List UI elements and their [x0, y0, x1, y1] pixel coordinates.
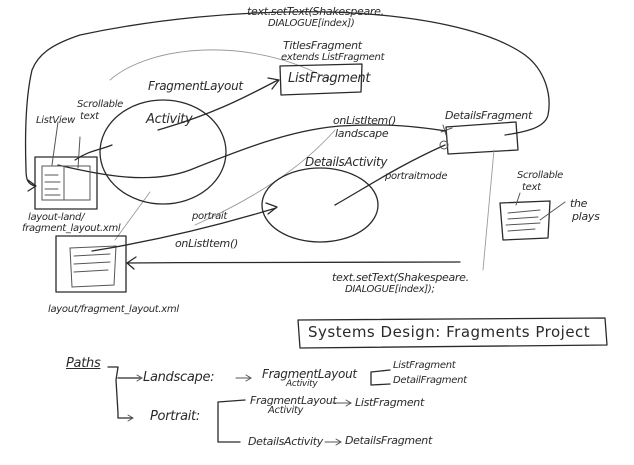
landscape-layout-caption-line1: layout-land/ [28, 212, 85, 223]
landscape-layout-frame [34, 156, 98, 210]
paths-portrait-branch1-activity-line2: Activity [268, 405, 304, 416]
activity-label: Activity [146, 112, 193, 127]
arrowhead-portrait [126, 256, 137, 270]
portrait-arrow-2 [324, 438, 342, 446]
paths-portrait-branch2-activity: DetailsActivity [248, 435, 323, 448]
edge-label-portraitmode: portraitmode [385, 171, 448, 182]
paths-portrait-branch2-target: DetailsFragment [345, 434, 432, 447]
scrollable-text-label-line2: text [80, 111, 99, 122]
portrait-arrow-1 [332, 399, 352, 407]
landscape-layout-inner [41, 165, 91, 201]
faint-line-activity-to-portrait [114, 191, 151, 241]
arrow-return-to-portrait [127, 261, 461, 264]
listview-label: ListView [36, 115, 76, 126]
arrow-landscape-to-detailsfragment [57, 124, 447, 179]
edge-label-onlistitem-portrait: onListItem() [175, 237, 238, 250]
top-code-line2: DIALOGUE[index]) [268, 18, 355, 29]
paths-portrait-branch1-activity-line1: FragmentLayout [250, 394, 337, 407]
bottom-code-line1: text.setText(Shakespeare. [332, 271, 469, 284]
title-box [297, 317, 608, 349]
details-fragment-label: DetailsFragment [445, 109, 532, 122]
outer-loop-connector [24, 11, 550, 187]
paths-landscape-target-list: ListFragment [393, 360, 456, 371]
paths-tree-brace [107, 366, 141, 419]
outer-loop-arrowhead [27, 179, 37, 192]
plays-scrollable-label-line2: text [522, 182, 541, 193]
paths-landscape-label: Landscape: [143, 370, 215, 385]
titles-fragment-annotation-line2: extends ListFragment [281, 52, 385, 63]
details-fragment-left-tick [440, 124, 453, 136]
plays-scrollable-label-line1: Scrollable [517, 170, 564, 181]
fragment-layout-title: FragmentLayout [148, 79, 243, 93]
paths-portrait-label: Portrait: [150, 409, 200, 424]
details-activity-label: DetailsActivity [305, 155, 388, 169]
bottom-code-line2: DIALOGUE[index]); [345, 284, 435, 295]
portrait-layout-inner [69, 245, 117, 288]
landscape-layout-caption-line2: fragment_layout.xml [22, 223, 121, 234]
paths-landscape-activity-line1: FragmentLayout [262, 367, 357, 381]
portrait-branch [217, 399, 246, 443]
details-fragment-down-line [482, 149, 495, 271]
plays-pointer [539, 201, 566, 221]
landscape-to-activity-line [74, 144, 113, 161]
portrait-list-lines [73, 253, 111, 273]
details-fragment-box [445, 121, 519, 155]
plays-text-box [499, 200, 551, 241]
paths-landscape-target-detail: DetailFragment [393, 375, 467, 386]
arrow-detailsactivity-to-detailsfragment [334, 144, 446, 206]
portrait-layout-caption: layout/fragment_layout.xml [48, 304, 179, 315]
arrow-activity-to-listfragment [157, 79, 279, 131]
titles-fragment-annotation-line1: TitlesFragment [283, 39, 362, 52]
fragment-layout-activity-node [99, 99, 227, 205]
listview-pointer [51, 121, 59, 166]
details-fragment-connector [439, 140, 449, 150]
paths-arrowheads [127, 374, 143, 422]
edge-label-landscape: landscape [335, 127, 389, 140]
plays-label-line1: the [570, 197, 588, 210]
scrollable-text-label-line1: Scrollable [77, 99, 124, 110]
edge-label-onlistitem-landscape: onListItem() [333, 114, 396, 127]
paths-landscape-activity-line2: Activity [286, 379, 318, 389]
landscape-list-lines [44, 174, 61, 196]
arrowhead-detailsactivity [265, 202, 278, 215]
landscape-arrow [235, 374, 252, 382]
portrait-layout-frame [55, 235, 127, 293]
arrow-portrait-to-detailsactivity [91, 207, 277, 252]
list-fragment-box [279, 63, 363, 96]
paths-heading: Paths [66, 356, 101, 371]
plays-text-lines [505, 209, 541, 232]
landscape-branch [370, 369, 391, 386]
edge-label-portrait: portrait [192, 211, 228, 222]
arrowhead-listfragment [267, 77, 280, 90]
plays-scrollable-pointer [515, 192, 521, 206]
diagram-title: Systems Design: Fragments Project [308, 323, 591, 341]
list-fragment-label: ListFragment [288, 71, 371, 86]
paths-portrait-branch1-target: ListFragment [355, 396, 424, 409]
details-activity-node [261, 167, 379, 243]
scrollable-pointer [77, 136, 81, 169]
plays-label-line2: plays [572, 210, 600, 223]
top-code-line1: text.setText(Shakespeare. [247, 5, 384, 18]
